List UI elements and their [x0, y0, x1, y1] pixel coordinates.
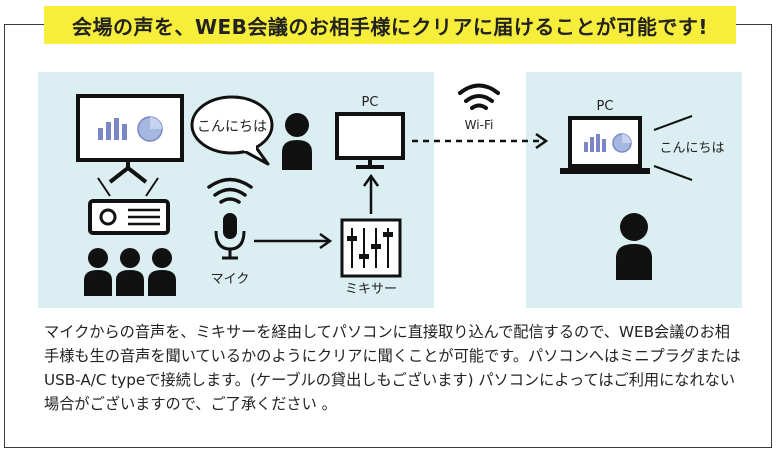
arrow-mixer-to-pc — [362, 173, 380, 214]
mic-label: マイク — [211, 272, 250, 287]
remote-voice-text: こんにちは — [659, 141, 724, 156]
remote-person-icon — [616, 213, 652, 280]
sound-lines — [653, 115, 693, 181]
headline-banner: 会場の声を、WEB会議のお相手様にクリアに届けることが可能です! — [44, 6, 736, 44]
speech-bubble-text: こんにちは — [197, 119, 267, 135]
mixer-label: ミキサー — [345, 282, 397, 297]
mixer-icon — [340, 218, 402, 278]
wifi-transmit-icon — [458, 83, 500, 110]
desktop-monitor-icon — [335, 112, 405, 169]
arrow-mic-to-mixer — [254, 232, 333, 250]
dashed-arrow-to-remote — [412, 132, 549, 150]
wifi-icon — [207, 177, 253, 204]
left-pc-label: PC — [362, 95, 379, 110]
microphone-icon — [214, 213, 246, 260]
wifi-label: Wi-Fi — [465, 118, 494, 132]
presentation-screen-icon — [76, 94, 184, 184]
description-text: マイクからの音声を、ミキサーを経由してパソコンに直接取り込んで配信するので、WE… — [44, 323, 741, 413]
right-pc-label: PC — [597, 99, 614, 114]
speaker-person-icon — [282, 113, 312, 170]
laptop-icon — [560, 116, 650, 174]
projection-lines — [97, 177, 159, 197]
audience-icon — [84, 248, 176, 296]
headline-text: 会場の声を、WEB会議のお相手様にクリアに届けることが可能です! — [71, 14, 709, 39]
speech-bubble: こんにちは — [190, 95, 274, 166]
projector-icon — [88, 199, 170, 235]
